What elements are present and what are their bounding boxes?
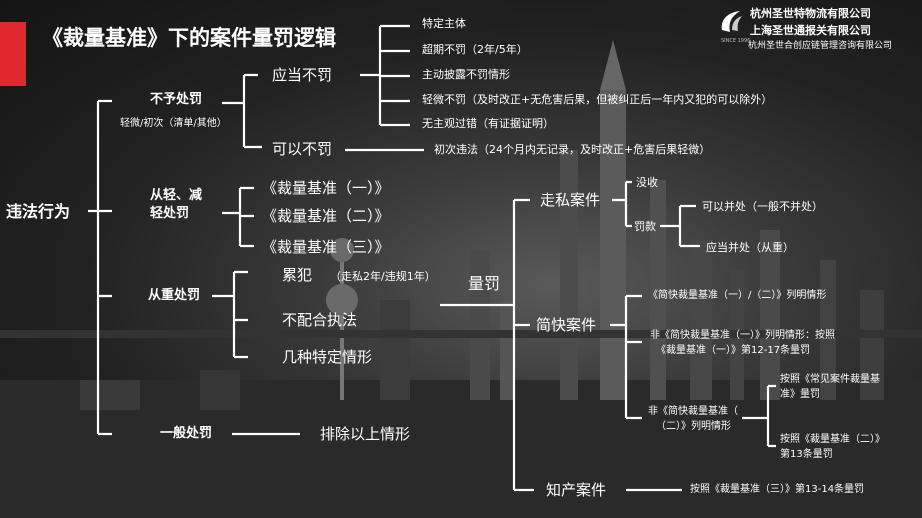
ip-label: 知产案件: [546, 481, 607, 499]
heavier-label: 从重处罚: [148, 288, 201, 303]
page-title: 《裁量基准》下的案件量罚逻辑: [42, 26, 336, 50]
should-item: 特定主体: [422, 17, 466, 30]
simple-subitem: 准》量罚: [780, 389, 820, 400]
heavier-item: 几种特定情形: [282, 348, 373, 366]
simple-subitem: 按照《常见案件裁量基: [780, 374, 880, 385]
no-penalty-label: 不予处罚: [150, 92, 203, 107]
lighter-item: 《裁量基准（三）》: [262, 238, 390, 256]
general-item: 排除以上情形: [320, 425, 411, 443]
general-label: 一般处罚: [160, 426, 213, 441]
company-since: SINCE 1996: [721, 38, 751, 44]
should-item: 轻微不罚（及时改正+无危害后果，但被纠正后一年内又犯的可以除外）: [422, 93, 773, 106]
lighter-label-1: 从轻、减: [150, 188, 203, 203]
simple-label: 简快案件: [536, 316, 597, 334]
lighter-item: 《裁量基准（一）》: [262, 179, 390, 197]
smuggling-item: 没收: [636, 176, 658, 189]
smuggling-item: 罚款: [634, 220, 656, 233]
heavier-item: 不配合执法: [282, 311, 358, 329]
ip-item: 按照《裁量基准（三）》第13-14条量罚: [690, 484, 865, 495]
should-item: 主动披露不罚情形: [422, 68, 510, 81]
accent-bar: [0, 22, 26, 86]
sentencing-label: 量罚: [468, 274, 501, 293]
simple-item: （二）》列明情形: [656, 421, 731, 432]
company-line-3: 杭州圣世合创应链管理咨询有限公司: [748, 41, 893, 51]
root-node: 违法行为: [6, 202, 71, 221]
should-not-punish-label: 应当不罚: [272, 66, 333, 84]
simple-item: 非《简快裁量基准（一）》列明情形：按照: [650, 330, 835, 341]
simple-item: 非《简快裁量基准（: [648, 406, 738, 417]
fine-item: 可以并处（一般不并处）: [702, 200, 823, 213]
company-logo: [721, 11, 742, 32]
smuggling-label: 走私案件: [540, 191, 601, 209]
may-item: 初次违法（24个月内无记录，及时改正+危害后果轻微）: [434, 143, 711, 156]
should-item: 无主观过错（有证据证明）: [422, 117, 554, 130]
fine-item: 应当并处（从重）: [706, 241, 794, 254]
simple-item: 《简快裁量基准（一）/（二）》列明情形: [648, 290, 827, 301]
simple-subitem: 按照《裁量基准（二）》: [780, 434, 885, 445]
lighter-label-2: 轻处罚: [150, 206, 190, 221]
may-not-punish-label: 可以不罚: [272, 140, 333, 158]
heavier-item: 累犯: [282, 266, 313, 284]
simple-item: 《裁量基准（一）》第12-17条量罚: [656, 345, 811, 356]
heavier-item-note: （走私2年/违规1年）: [330, 270, 436, 283]
company-line-2: 上海圣世通报关有限公司: [750, 24, 871, 37]
simple-subitem: 第13条量罚: [780, 449, 833, 460]
no-penalty-sub: 轻微/初次（清单/其他）: [120, 118, 227, 129]
lighter-item: 《裁量基准（二）》: [262, 207, 390, 225]
company-line-1: 杭州圣世特物流有限公司: [750, 7, 871, 20]
should-item: 超期不罚（2年/5年）: [422, 43, 528, 56]
